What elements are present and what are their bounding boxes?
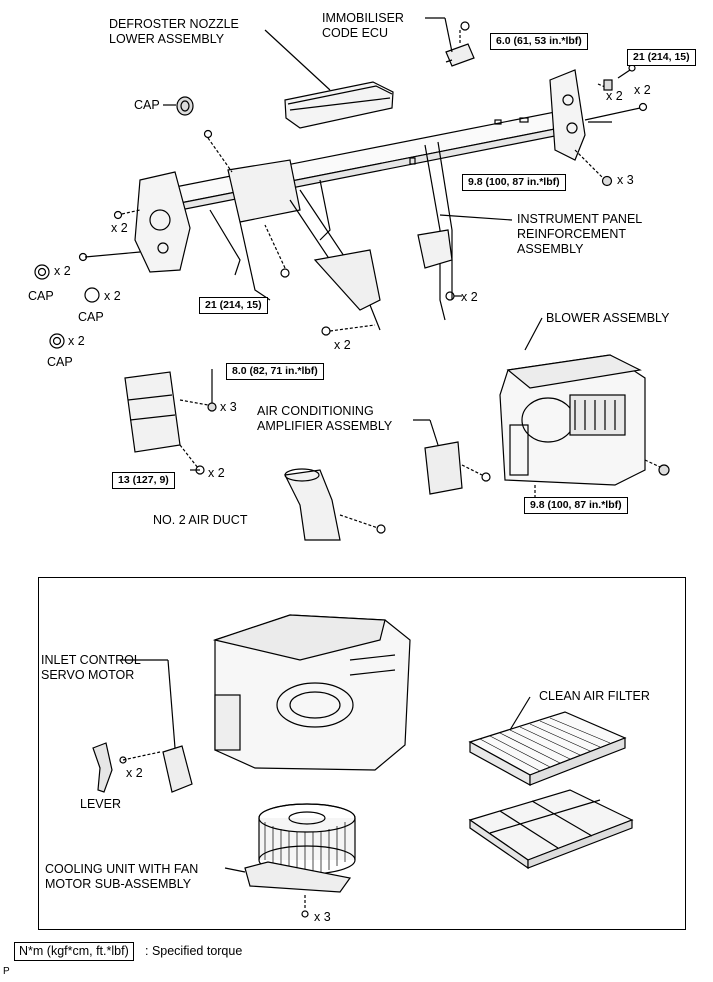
- defroster-nozzle-drawing: [284, 81, 394, 129]
- qty-label: x 2: [606, 89, 623, 103]
- qty-label: x 2: [111, 221, 128, 235]
- torque-box: 21 (214, 15): [199, 297, 268, 314]
- legend-text: : Specified torque: [145, 944, 243, 958]
- detail-inset-frame: [38, 577, 686, 930]
- qty-label: x 2: [461, 290, 478, 304]
- label-lever: LEVER: [80, 797, 121, 811]
- qty-label: x 2: [54, 264, 71, 278]
- qty-label: x 2: [208, 466, 225, 480]
- label-cooling-unit: COOLING UNIT WITH FAN MOTOR SUB-ASSEMBLY: [45, 862, 198, 892]
- label-inlet-servo: INLET CONTROL SERVO MOTOR: [41, 653, 141, 683]
- inset-blower-housing-drawing: [212, 614, 411, 771]
- label-line: COOLING UNIT WITH FAN: [45, 862, 199, 876]
- label-ac-amplifier: AIR CONDITIONING AMPLIFIER ASSEMBLY: [257, 404, 392, 434]
- page-code: P: [3, 966, 10, 977]
- qty-label: x 2: [104, 289, 121, 303]
- label-line: LOWER ASSEMBLY: [109, 32, 225, 46]
- label-immobiliser-ecu: IMMOBILISER CODE ECU: [322, 11, 404, 41]
- cooling-fan-drawing: [224, 803, 356, 918]
- lever-drawing: [92, 742, 113, 793]
- qty-label: x 2: [68, 334, 85, 348]
- label-cap-2: CAP: [78, 310, 104, 324]
- air-duct-drawing: [284, 468, 386, 541]
- qty-label: x 2: [334, 338, 351, 352]
- label-defroster-nozzle: DEFROSTER NOZZLE LOWER ASSEMBLY: [109, 17, 239, 47]
- label-cap-3: CAP: [47, 355, 73, 369]
- qty-label: x 3: [220, 400, 237, 414]
- legend-unit-box: N*m (kgf*cm, ft.*lbf): [14, 942, 134, 961]
- label-line: INLET CONTROL: [41, 653, 141, 667]
- label-air-duct: NO. 2 AIR DUCT: [153, 513, 248, 527]
- qty-label: x 2: [634, 83, 651, 97]
- label-line: MOTOR SUB-ASSEMBLY: [45, 877, 192, 891]
- label-line: REINFORCEMENT: [517, 227, 627, 241]
- label-line: AMPLIFIER ASSEMBLY: [257, 419, 393, 433]
- fastener-drawings: [78, 64, 648, 336]
- label-line: SERVO MOTOR: [41, 668, 135, 682]
- immobiliser-ecu-drawing: [445, 21, 475, 67]
- label-line: AIR CONDITIONING: [257, 404, 374, 418]
- reinforcement-beam-drawing: [134, 69, 586, 331]
- label-instrument-panel: INSTRUMENT PANEL REINFORCEMENT ASSEMBLY: [517, 212, 642, 257]
- torque-box: 9.8 (100, 87 in.*lbf): [462, 174, 566, 191]
- inlet-servo-drawing: [119, 659, 193, 793]
- label-cap-1: CAP: [28, 289, 54, 303]
- blower-assembly-drawing: [499, 354, 670, 512]
- label-line: DEFROSTER NOZZLE: [109, 17, 239, 31]
- label-line: IMMOBILISER: [322, 11, 404, 25]
- torque-box: 21 (214, 15): [627, 49, 696, 66]
- ecu-module-drawing: [124, 371, 217, 475]
- torque-box: 8.0 (82, 71 in.*lbf): [226, 363, 324, 380]
- ac-amplifier-drawing: [424, 441, 491, 495]
- qty-label: x 3: [617, 173, 634, 187]
- qty-label: x 2: [126, 766, 143, 780]
- qty-label: x 3: [314, 910, 331, 924]
- label-line: ASSEMBLY: [517, 242, 584, 256]
- torque-box: 6.0 (61, 53 in.*lbf): [490, 33, 588, 50]
- torque-box: 13 (127, 9): [112, 472, 175, 489]
- clean-air-filter-drawing: [468, 696, 627, 787]
- cap-drawings: [34, 96, 194, 349]
- label-blower-assembly: BLOWER ASSEMBLY: [546, 311, 670, 325]
- torque-box: 9.8 (100, 87 in.*lbf): [524, 497, 628, 514]
- label-line: CODE ECU: [322, 26, 388, 40]
- label-clean-air-filter: CLEAN AIR FILTER: [539, 689, 650, 703]
- label-line: INSTRUMENT PANEL: [517, 212, 643, 226]
- label-cap-top: CAP: [134, 98, 160, 112]
- filter-frame-drawing: [468, 789, 634, 870]
